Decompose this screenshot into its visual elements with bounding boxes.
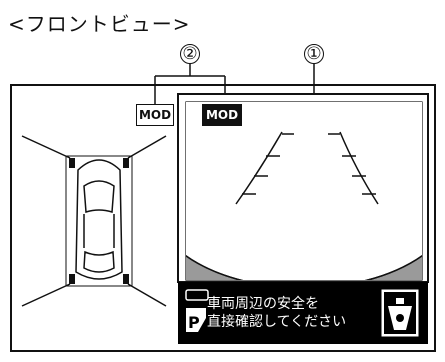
callout-2-leader <box>154 64 226 106</box>
parking-guide-lines <box>235 131 379 205</box>
mod-label-right: MOD <box>202 104 242 126</box>
warning-message-line2: 直接確認してください <box>207 314 347 330</box>
callout-2: ② <box>180 44 200 64</box>
pedestrian-warning-icon: P <box>185 289 209 332</box>
camera-switch-icon <box>381 289 419 337</box>
page-title: <フロントビュー> <box>8 12 191 36</box>
warning-message: 車両周辺の安全を 直接確認してください <box>207 295 346 331</box>
top-view-panel <box>21 135 167 307</box>
vehicle-top-view-icon <box>65 155 133 287</box>
svg-text:P: P <box>188 313 200 332</box>
callout-1: ① <box>304 44 324 64</box>
camera-view-panel: P <box>177 93 429 344</box>
screen-frame <box>10 84 436 352</box>
mod-label-left: MOD <box>136 104 174 126</box>
warning-message-line1: 車両周辺の安全を <box>207 296 319 312</box>
